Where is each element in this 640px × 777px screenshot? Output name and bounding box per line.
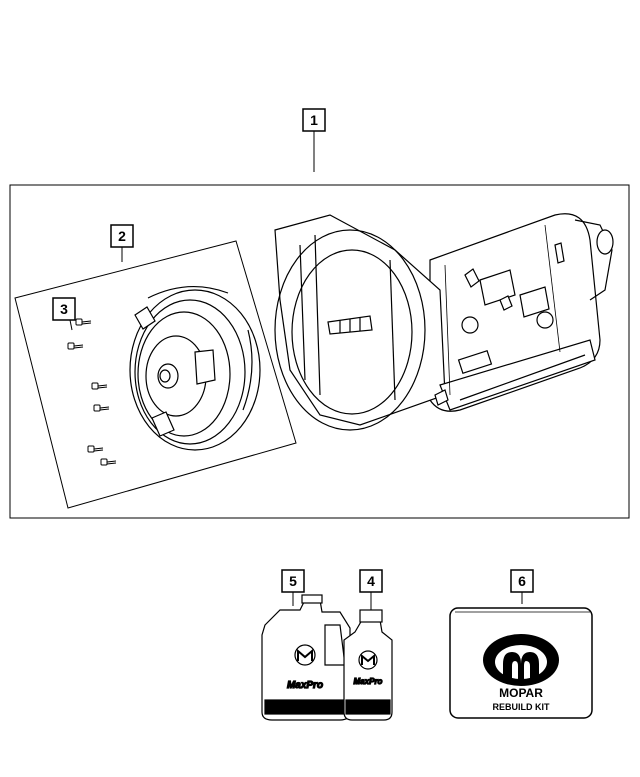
torque-converter-icon — [129, 286, 261, 451]
callout-1-label: 1 — [310, 112, 318, 128]
callout-3: 3 — [52, 297, 76, 331]
bolt-icon — [75, 318, 92, 326]
rebuild-kit-icon: MOPAR REBUILD KIT — [449, 607, 593, 719]
callout-5-label: 5 — [289, 573, 297, 589]
bolt-icon — [67, 342, 84, 350]
callout-6-label: 6 — [518, 573, 526, 589]
transmission-icon — [274, 213, 614, 431]
fluid-large-brand: MaxPro — [287, 680, 323, 691]
callout-4-label: 4 — [367, 573, 375, 589]
torque-converter-frame — [14, 240, 297, 509]
fluid-bottle-small-icon: MaxPro — [343, 609, 393, 721]
callout-4: 4 — [359, 569, 383, 610]
kit-name-label: REBUILD KIT — [493, 702, 550, 712]
callout-3-label: 3 — [60, 301, 68, 317]
mopar-logo-icon — [483, 634, 559, 686]
bolt-icon — [93, 404, 110, 412]
callout-1: 1 — [302, 108, 326, 172]
fluid-small-brand: MaxPro — [354, 677, 383, 686]
assembly-frame — [9, 184, 630, 519]
bolt-icon — [100, 458, 117, 466]
callout-6: 6 — [510, 569, 534, 604]
bolt-icon — [91, 382, 108, 390]
callout-5: 5 — [281, 569, 305, 606]
callout-2: 2 — [110, 224, 134, 262]
bolt-icon — [87, 445, 104, 453]
callout-2-label: 2 — [118, 228, 126, 244]
kit-brand-label: MOPAR — [499, 686, 543, 700]
bolts — [67, 318, 117, 466]
fluid-jug-large-icon: MaxPro — [261, 594, 351, 721]
